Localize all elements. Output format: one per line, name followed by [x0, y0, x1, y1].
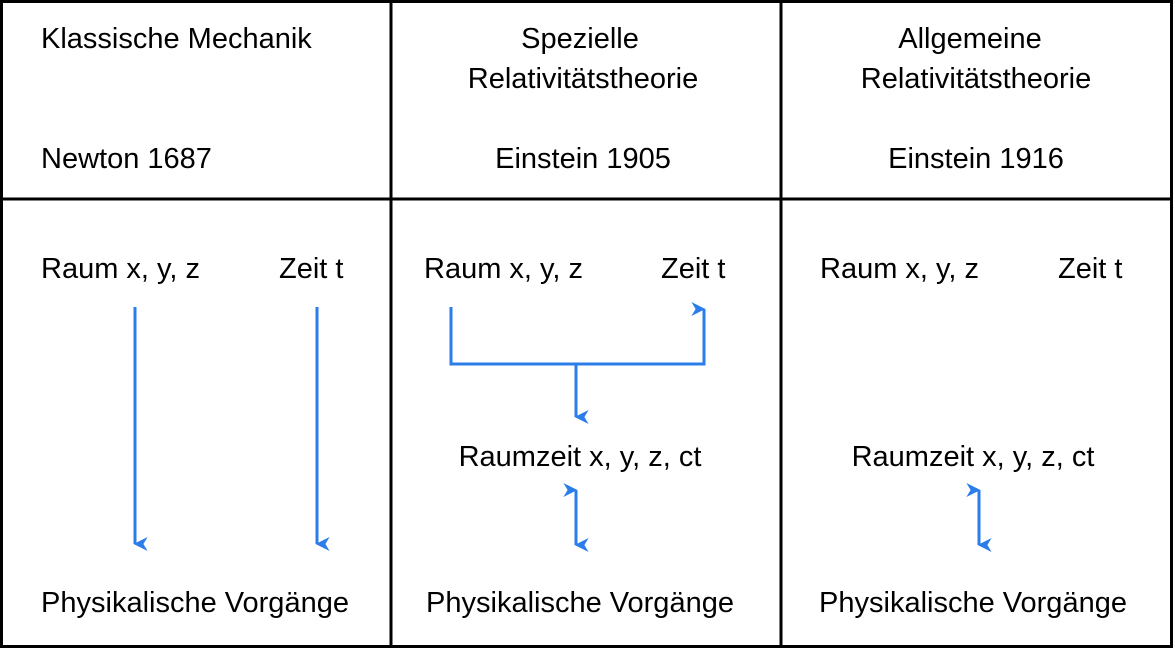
time-label: Zeit t [279, 253, 344, 285]
space-label: Raum x, y, z [424, 253, 583, 285]
column-author: Einstein 1916 [888, 143, 1064, 175]
spacetime-label: Raumzeit x, y, z, ct [458, 441, 702, 473]
column-title-line-2: Relativitätstheorie [860, 63, 1092, 95]
time-label: Zeit t [661, 253, 726, 285]
column-author: Einstein 1905 [495, 143, 671, 175]
processes-label: Physikalische Vorgänge [426, 587, 734, 619]
space-time-connector [449, 302, 706, 366]
time-label: Zeit t [1058, 253, 1123, 285]
space-label: Raum x, y, z [41, 253, 200, 285]
column-author: Newton 1687 [41, 143, 212, 175]
processes-label: Physikalische Vorgänge [41, 587, 349, 619]
processes-label: Physikalische Vorgänge [819, 587, 1127, 619]
column-title: Klassische Mechanik [41, 23, 312, 55]
spacetime-label: Raumzeit x, y, z, ct [851, 441, 1095, 473]
column-title-line-1: Allgemeine [898, 23, 1042, 55]
space-label: Raum x, y, z [820, 253, 979, 285]
column-title-line-2: Relativitätstheorie [467, 63, 699, 95]
column-title-line-1: Spezielle [521, 23, 639, 55]
